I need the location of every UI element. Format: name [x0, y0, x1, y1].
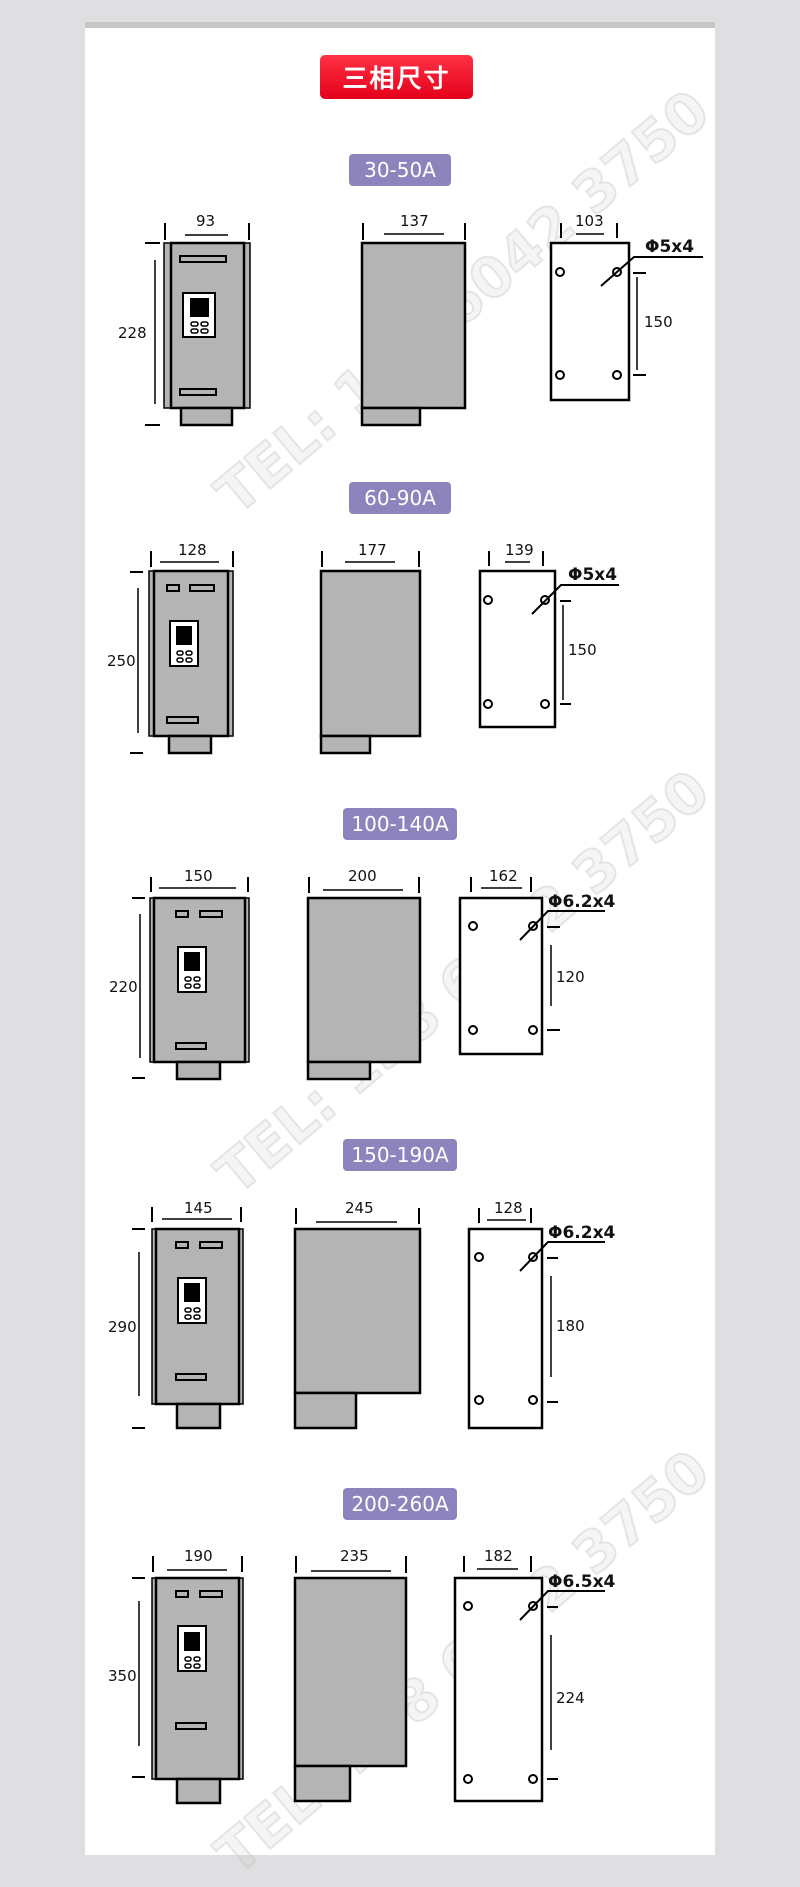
- front-width-label: 145: [184, 1199, 213, 1217]
- front-height-label: 220: [109, 978, 138, 996]
- front-height-label: 250: [107, 652, 136, 670]
- range-badge-200-260a: 200-260A: [343, 1488, 457, 1520]
- range-badge-60-90a: 60-90A: [349, 482, 451, 514]
- front-width-label: 93: [196, 212, 215, 230]
- side-width-label: 177: [358, 541, 387, 559]
- front-height-dimension: [145, 242, 160, 426]
- hole-spacing-label: 150: [568, 641, 597, 659]
- plate-width-label: 162: [489, 867, 518, 885]
- drawing-set-60-90a: 250 128 177 139 Φ5x4 150: [107, 541, 619, 755]
- front-width-dimension: [164, 223, 250, 240]
- side-width-label: 137: [400, 212, 429, 230]
- page-title: 三相尺寸: [320, 55, 473, 99]
- drawing-set-30-50a: 228 93 137 103 Φ5x4 150: [118, 212, 703, 427]
- hole-spacing-label: 180: [556, 1317, 585, 1335]
- front-height-label: 350: [108, 1667, 137, 1685]
- hole-spacing-label: 120: [556, 968, 585, 986]
- top-divider: [85, 22, 715, 28]
- plate-width-label: 139: [505, 541, 534, 559]
- side-width-label: 235: [340, 1547, 369, 1565]
- front-height-label: 228: [118, 324, 147, 342]
- front-height-label: 290: [108, 1318, 137, 1336]
- hole-spec-label: Φ5x4: [568, 565, 617, 585]
- front-width-label: 128: [178, 541, 207, 559]
- range-badge-30-50a: 30-50A: [349, 154, 451, 186]
- front-view: [163, 241, 251, 427]
- drawing-set-100-140a: 220 150 200 162 Φ6.2x4 120: [109, 867, 616, 1081]
- side-width-label: 245: [345, 1199, 374, 1217]
- drawing-set-150-190a: 290 145 245 128 Φ6.2x4 180: [108, 1199, 616, 1430]
- mounting-plate: [549, 223, 703, 402]
- hole-spacing-label: 150: [644, 313, 673, 331]
- hole-spec-label: Φ5x4: [645, 237, 694, 257]
- hole-spec-label: Φ6.5x4: [548, 1572, 616, 1592]
- range-badge-150-190a: 150-190A: [343, 1139, 457, 1171]
- plate-width-label: 182: [484, 1547, 513, 1565]
- hole-spec-label: Φ6.2x4: [548, 892, 616, 912]
- range-badge-100-140a: 100-140A: [343, 808, 457, 840]
- front-width-label: 190: [184, 1547, 213, 1565]
- plate-width-label: 103: [575, 212, 604, 230]
- side-width-label: 200: [348, 867, 377, 885]
- side-view: [360, 241, 467, 427]
- front-width-label: 150: [184, 867, 213, 885]
- plate-width-label: 128: [494, 1199, 523, 1217]
- hole-spacing-label: 224: [556, 1689, 585, 1707]
- hole-spec-label: Φ6.2x4: [548, 1223, 616, 1243]
